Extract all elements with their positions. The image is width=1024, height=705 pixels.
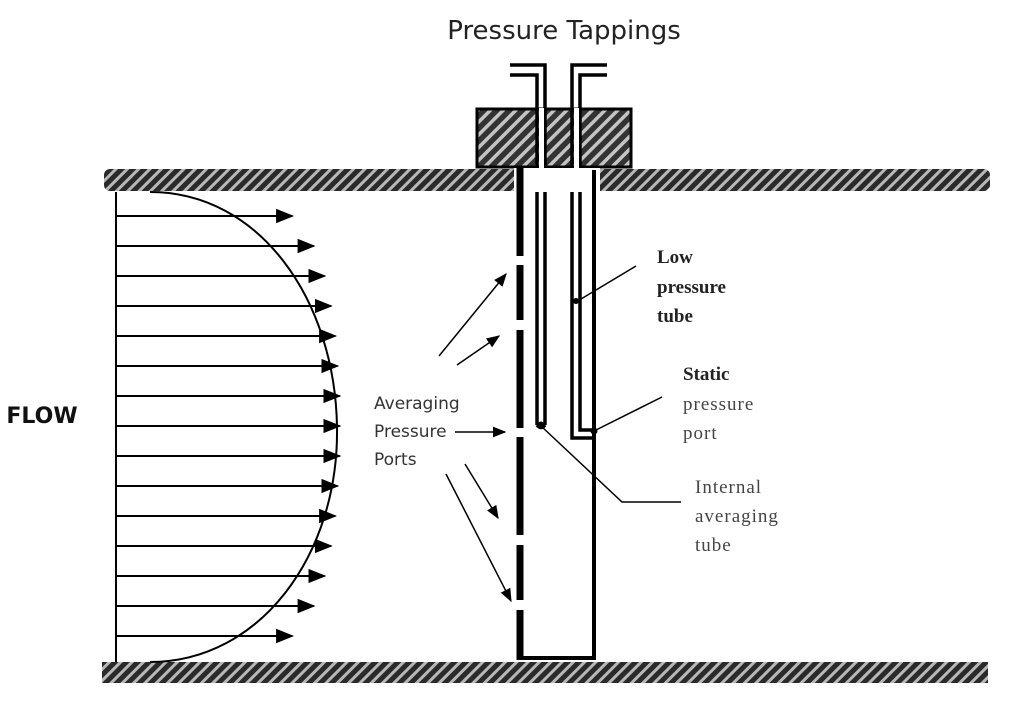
static-pressure-port-leader xyxy=(593,396,663,432)
pressure-tapping-tubes xyxy=(510,63,607,440)
port-flow-arrows xyxy=(438,272,512,603)
averaging-ports-line-2: Pressure xyxy=(374,422,447,442)
internal-averaging-tube-line-3: tube xyxy=(695,535,732,556)
probe-body xyxy=(514,167,600,660)
flow-profile xyxy=(115,191,342,663)
port-arrow-4 xyxy=(445,473,512,603)
internal-averaging-tube-dot xyxy=(537,421,545,429)
static-pressure-port-line-3: port xyxy=(683,423,718,444)
low-pressure-tube-line-2: pressure xyxy=(657,277,726,298)
static-pressure-port-dot xyxy=(590,427,598,435)
diagram-title: Pressure Tappings xyxy=(447,16,681,46)
pipe-wall-bottom xyxy=(102,662,988,683)
static-pressure-port-line-2: pressure xyxy=(683,394,754,415)
mounting-block xyxy=(475,107,633,169)
flow-label: FLOW xyxy=(6,404,77,429)
low-pressure-tube-line-3: tube xyxy=(657,306,693,327)
internal-averaging-tube-line-2: averaging xyxy=(695,506,779,527)
averaging-ports-label: Averaging Pressure Ports xyxy=(374,394,460,470)
static-pressure-port-line-1: Static xyxy=(683,364,729,385)
port-arrow-3 xyxy=(464,463,499,520)
low-pressure-tube-line-1: Low xyxy=(657,247,693,268)
low-pressure-tube-leader xyxy=(575,265,637,303)
low-pressure-tube-dot xyxy=(573,298,579,304)
static-pressure-port-label: Static pressure port xyxy=(683,364,754,444)
averaging-ports-line-3: Ports xyxy=(374,450,417,470)
averaging-ports-line-1: Averaging xyxy=(374,394,460,414)
internal-averaging-tube-leader xyxy=(540,425,681,503)
port-arrow-1 xyxy=(438,272,507,357)
internal-averaging-tube-label: Internal averaging tube xyxy=(695,477,779,556)
port-arrow-2 xyxy=(456,335,501,366)
low-pressure-tube-label: Low pressure tube xyxy=(657,247,726,327)
internal-averaging-tube-line-1: Internal xyxy=(695,477,762,498)
